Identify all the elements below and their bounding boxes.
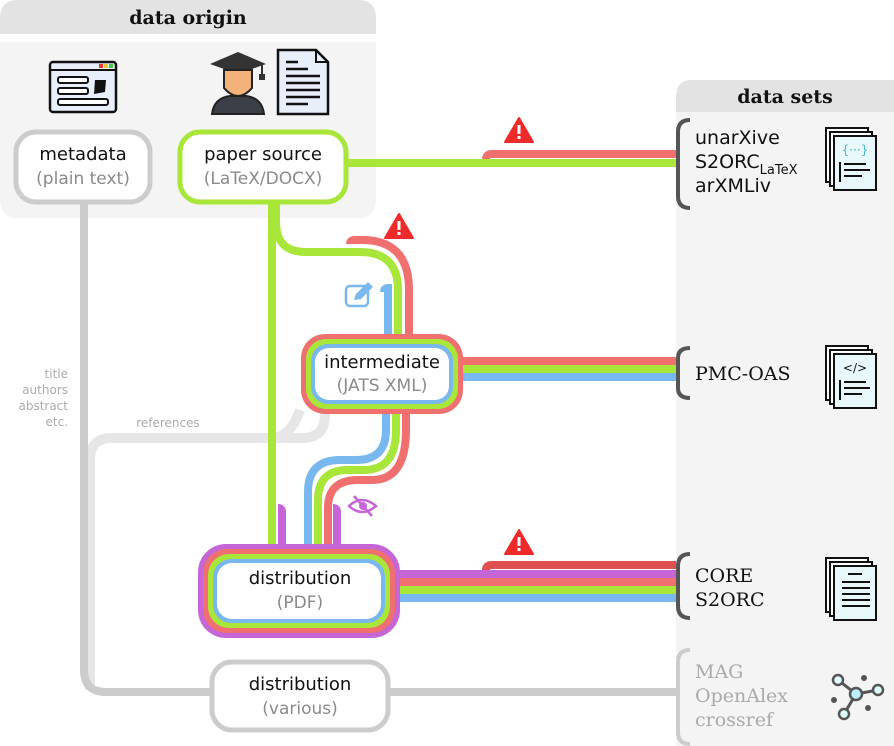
dataset-s2orc[interactable]: S2ORC bbox=[695, 589, 765, 611]
warning-icon bbox=[504, 117, 534, 143]
field-etc: etc. bbox=[46, 415, 69, 429]
references-line bbox=[85, 400, 330, 690]
references-label: references bbox=[136, 416, 200, 430]
bracket bbox=[676, 552, 691, 620]
edit-icon bbox=[344, 282, 373, 308]
dataset-group-pdf: CORE S2ORC bbox=[676, 552, 877, 621]
bracket bbox=[676, 648, 691, 746]
bracket bbox=[676, 346, 691, 400]
latex-red-line bbox=[482, 150, 676, 161]
metadata-node-title: metadata bbox=[39, 144, 126, 165]
intermediate-title: intermediate bbox=[324, 352, 440, 373]
xml-documents-icon: </> bbox=[825, 345, 877, 409]
dataset-arxmliv[interactable]: arXMLiv bbox=[695, 175, 771, 197]
field-title: title bbox=[45, 367, 68, 381]
paper-source-subtitle: (LaTeX/DOCX) bbox=[204, 169, 322, 189]
dataset-openalex[interactable]: OpenAlex bbox=[695, 685, 788, 707]
distribution-pdf-node[interactable]: distribution (PDF) bbox=[198, 544, 400, 638]
dataset-group-latex: unarXive S2ORCLaTeX arXMLiv {···} bbox=[676, 118, 877, 210]
jats-flow bbox=[277, 357, 676, 550]
bracket bbox=[676, 118, 691, 210]
pdf-flow bbox=[395, 561, 676, 602]
data-origin-title: data origin bbox=[129, 7, 247, 29]
warning-icon bbox=[384, 213, 414, 239]
dataset-unarxive[interactable]: unarXive bbox=[695, 127, 780, 149]
svg-text:{···}: {···} bbox=[842, 143, 869, 157]
distribution-pdf-title: distribution bbox=[249, 568, 352, 589]
web-form-icon bbox=[48, 60, 118, 114]
paper-source-title: paper source bbox=[204, 144, 322, 165]
eye-slash-icon bbox=[347, 495, 378, 517]
intermediate-subtitle: (JATS XML) bbox=[337, 376, 428, 396]
distribution-various-node[interactable]: distribution (various) bbox=[209, 659, 391, 733]
metadata-node[interactable]: metadata (plain text) bbox=[13, 129, 153, 205]
distribution-pdf-subtitle: (PDF) bbox=[277, 593, 323, 613]
intermediate-node[interactable]: intermediate (JATS XML) bbox=[301, 334, 463, 414]
distribution-various-title: distribution bbox=[249, 674, 352, 695]
document-icon bbox=[276, 48, 330, 116]
distribution-various-subtitle: (various) bbox=[262, 699, 338, 719]
datasets-title: data sets bbox=[737, 86, 833, 108]
metadata-line bbox=[80, 185, 676, 696]
graph-network-icon bbox=[831, 673, 885, 721]
metadata-node-subtitle: (plain text) bbox=[36, 169, 130, 189]
latex-flow bbox=[268, 150, 676, 550]
warning-icon bbox=[504, 529, 534, 555]
dataset-mag[interactable]: MAG bbox=[695, 661, 743, 683]
code-documents-icon: {···} bbox=[825, 127, 877, 191]
dataset-s2orc-latex[interactable]: S2ORCLaTeX bbox=[695, 151, 798, 178]
field-abstract: abstract bbox=[18, 399, 68, 413]
dataset-group-metadata: MAG OpenAlex crossref bbox=[676, 648, 885, 746]
dataset-group-jats: PMC-OAS </> bbox=[676, 345, 877, 409]
dataset-pmc-oas[interactable]: PMC-OAS bbox=[695, 363, 791, 385]
graduate-icon bbox=[210, 52, 266, 115]
field-authors: authors bbox=[22, 383, 68, 397]
text-documents-icon bbox=[825, 557, 877, 621]
dataset-core[interactable]: CORE bbox=[695, 565, 753, 587]
svg-text:</>: </> bbox=[843, 361, 867, 375]
dataset-crossref[interactable]: crossref bbox=[695, 709, 775, 731]
paper-source-node[interactable]: paper source (LaTeX/DOCX) bbox=[177, 129, 349, 205]
metadata-fields-label: title authors abstract etc. bbox=[18, 367, 68, 429]
